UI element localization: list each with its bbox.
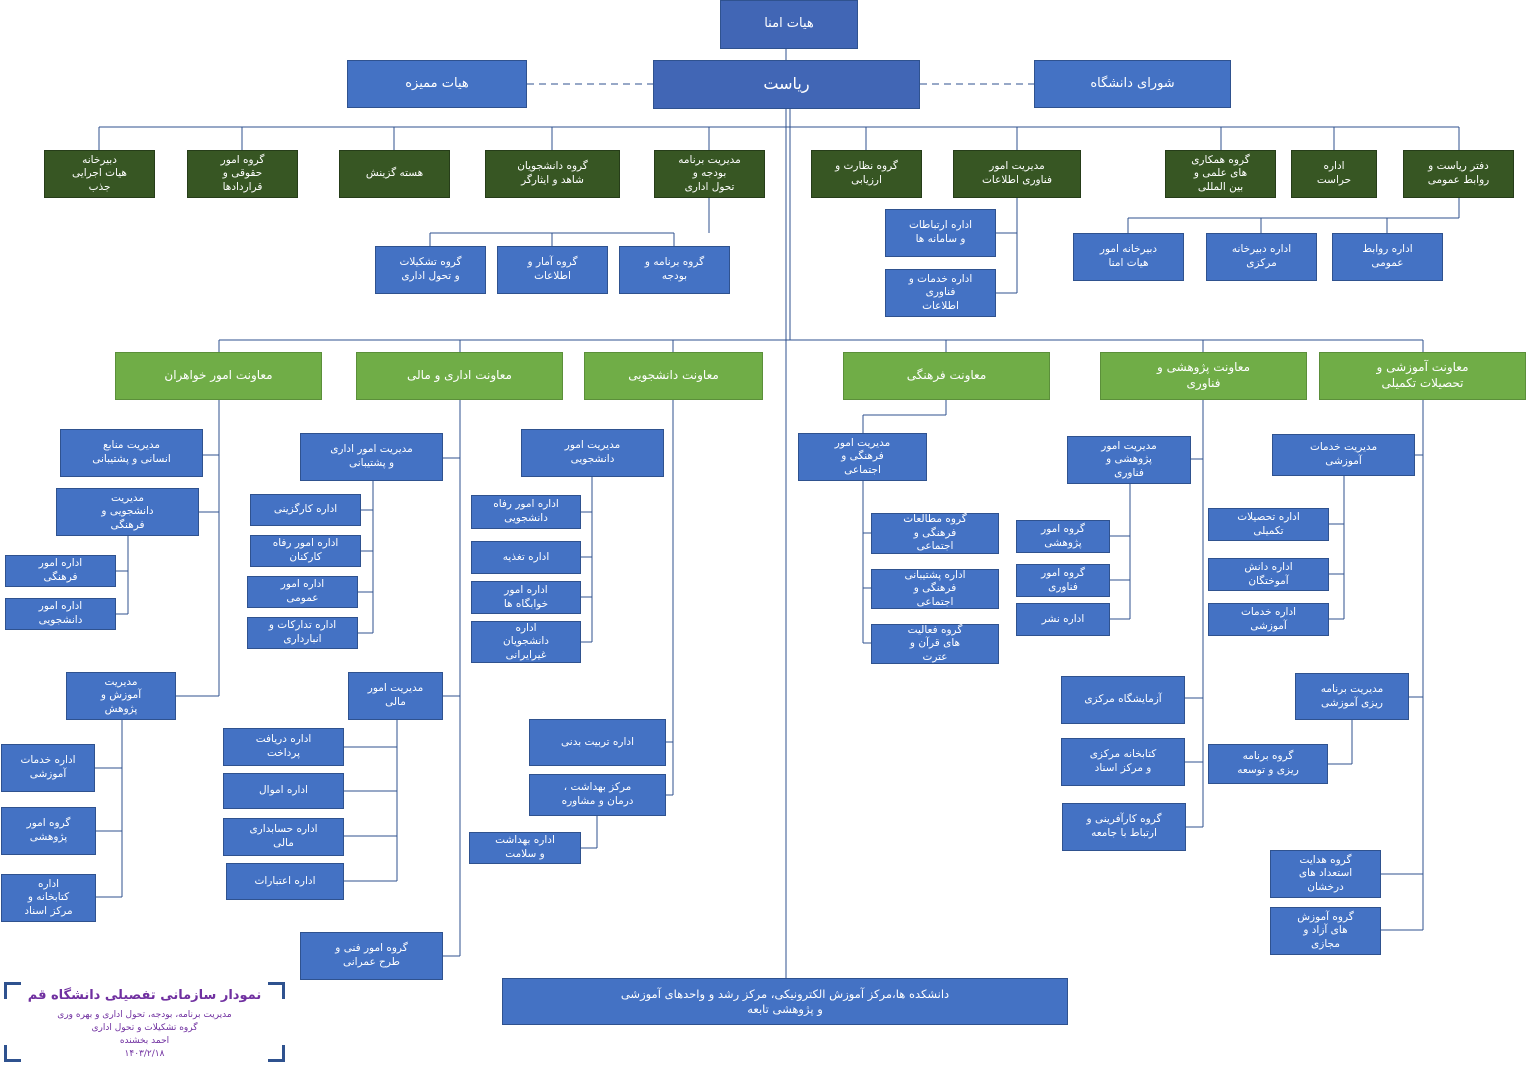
- vp-student-box: معاونت دانشجویی: [584, 352, 763, 400]
- faculties-box: دانشکده ها،مرکز آموزش الکترونیکی، مرکز ر…: [502, 978, 1068, 1025]
- council-box: شورای دانشگاه: [1034, 60, 1231, 108]
- nutrition-office-box: اداره تغذیه: [471, 541, 581, 574]
- auditors-box: هیات ممیزه: [347, 60, 527, 108]
- central-library-box: کتابخانه مرکزی و مرکز اسناد: [1061, 738, 1185, 786]
- cultural-studies-group-box: گروه مطالعات فرهنگی و اجتماعی: [871, 513, 999, 554]
- frame-corner: [4, 1045, 21, 1062]
- central-lab-box: آزمایشگاه مرکزی: [1061, 676, 1185, 724]
- communications-office-box: اداره ارتباطات و سامانه ها: [885, 209, 996, 257]
- caption-department: مدیریت برنامه، بودجه، تحول اداری و بهره …: [57, 1010, 232, 1020]
- central-secretariat-box: اداره دبیرخانه مرکزی: [1206, 233, 1317, 281]
- it-services-office-box: اداره خدمات و فناوری اطلاعات: [885, 269, 996, 317]
- payments-office-box: اداره دریافت پرداخت: [223, 728, 344, 766]
- procurement-office-box: اداره تدارکات و انبارداری: [247, 617, 358, 649]
- public-relations-box: اداره روابط عمومی: [1332, 233, 1443, 281]
- health-center-box: مرکز بهداشت ، درمان و مشاوره: [529, 774, 666, 816]
- budget-group-box: گروه برنامه و بودجه: [619, 246, 730, 294]
- library-office-box: اداره کتابخانه و مرکز اسناد: [1, 874, 96, 922]
- research-affairs-group-box: گروه امور پژوهشی: [1, 807, 96, 855]
- vp-research-box: معاونت پژوهشی و فناوری: [1100, 352, 1307, 400]
- hr-management-box: مدیریت منابع انسانی و پشتیبانی: [60, 429, 203, 477]
- edu-services-management-box: مدیریت خدمات آموزشی: [1272, 434, 1415, 476]
- student-office-box: اداره امور دانشجویی: [5, 598, 116, 630]
- legal-affairs-box: گروه امور حقوقی و قراردادها: [187, 150, 298, 198]
- accounting-office-box: اداره حسابداری مالی: [223, 818, 344, 856]
- admin-support-management-box: مدیریت امور اداری و پشتیبانی: [300, 433, 443, 481]
- research-tech-management-box: مدیریت امور پژوهشی و فناوری: [1067, 436, 1191, 484]
- supervision-group-box: گروه نظارت و ارزیابی: [811, 150, 922, 198]
- student-culture-management-box: مدیریت دانشجویی و فرهنگی: [56, 488, 199, 536]
- edu-services-office-box: اداره خدمات آموزشی: [1, 744, 95, 792]
- dormitory-office-box: اداره امور خوابگاه ها: [471, 581, 581, 614]
- free-virtual-education-group-box: گروه آموزش های آزاد و مجازی: [1270, 907, 1381, 955]
- caption-date: ۱۴۰۳/۲/۱۸: [124, 1049, 165, 1059]
- graduate-studies-office-box: اداره تحصیلات تکمیلی: [1208, 508, 1329, 541]
- non-iranian-students-box: اداره دانشجویان غیرایرانی: [471, 621, 581, 663]
- shahed-students-box: گروه دانشجویان شاهد و ایثارگر: [485, 150, 620, 198]
- edu-research-management-box: مدیریت آموزش و پژوهش: [66, 672, 176, 720]
- assets-office-box: اداره اموال: [223, 773, 344, 809]
- student-affairs-management-box: مدیریت امور دانشجویی: [521, 429, 664, 477]
- presidency-office-box: دفتر ریاست و روابط عمومی: [1403, 150, 1514, 198]
- edu-planning-management-box: مدیریت برنامه ریزی آموزشی: [1295, 673, 1409, 720]
- physical-education-box: اداره تربیت بدنی: [529, 719, 666, 766]
- cultural-support-office-box: اداره پشتیبانی فرهنگی و اجتماعی: [871, 569, 999, 609]
- frame-corner: [268, 982, 285, 999]
- statistics-group-box: گروه آمار و اطلاعات: [497, 246, 608, 294]
- planning-development-group-box: گروه برنامه ریزی و توسعه: [1208, 744, 1328, 784]
- publishing-office-box: اداره نشر: [1016, 603, 1110, 636]
- selection-core-box: هسته گزینش: [339, 150, 450, 198]
- finance-management-box: مدیریت امور مالی: [348, 672, 443, 720]
- organization-group-box: گروه تشکیلات و تحول اداری: [375, 246, 486, 294]
- culture-office-box: اداره امور فرهنگی: [5, 555, 116, 587]
- personnel-office-box: اداره کارگزینی: [250, 494, 361, 526]
- construction-group-box: گروه امور فنی و طرح عمرانی: [300, 932, 443, 980]
- general-affairs-office-box: اداره امور عمومی: [247, 576, 358, 608]
- entrepreneurship-group-box: گروه کارآفرینی و ارتباط با جامعه: [1062, 803, 1186, 851]
- staff-welfare-office-box: اداره امور رفاه کارکنان: [250, 535, 361, 567]
- caption-author: احمد بخشنده: [119, 1036, 170, 1046]
- security-office-box: اداره حراست: [1291, 150, 1377, 198]
- talent-guidance-group-box: گروه هدایت استعداد های درخشان: [1270, 850, 1381, 898]
- trustees-box: هیات امنا: [720, 0, 858, 49]
- health-office-box: اداره بهداشت و سلامت: [469, 832, 581, 864]
- chart-title: نمودار سازمانی تفصیلی دانشگاه قم: [27, 988, 262, 1003]
- culture-social-management-box: مدیریت امور فرهنگی و اجتماعی: [798, 433, 927, 481]
- quran-activities-group-box: گروه فعالیت های قرآن و عترت: [871, 624, 999, 664]
- alumni-office-box: اداره دانش آموختگان: [1208, 558, 1329, 591]
- credits-office-box: اداره اعتبارات: [226, 863, 344, 900]
- research-group-box: گروه امور پژوهشی: [1016, 520, 1110, 553]
- trustees-secretariat-box: دبیرخانه امور هیات امنا: [1073, 233, 1184, 281]
- vp-admin-finance-box: معاونت اداری و مالی: [356, 352, 563, 400]
- budget-management-box: مدیریت برنامه بودجه و تحول اداری: [654, 150, 765, 198]
- frame-corner: [268, 1045, 285, 1062]
- international-cooperation-box: گروه همکاری های علمی و بین المللی: [1165, 150, 1276, 198]
- vp-sisters-box: معاونت امور خواهران: [115, 352, 322, 400]
- frame-corner: [4, 982, 21, 999]
- presidency-box: ریاست: [653, 60, 920, 109]
- vp-education-box: معاونت آموزشی و تحصیلات تکمیلی: [1319, 352, 1526, 400]
- it-management-box: مدیریت امور فناوری اطلاعات: [953, 150, 1081, 198]
- executive-secretariat-box: دبیرخانه هیات اجرایی جذب: [44, 150, 155, 198]
- vp-culture-box: معاونت فرهنگی: [843, 352, 1050, 400]
- edu-services-office-box-2: اداره خدمات آموزشی: [1208, 603, 1329, 636]
- caption-group: گروه تشکیلات و تحول اداری: [91, 1023, 198, 1033]
- technology-group-box: گروه امور فناوری: [1016, 564, 1110, 597]
- caption-frame: نمودار سازمانی تفصیلی دانشگاه قم مدیریت …: [4, 982, 285, 1062]
- student-welfare-office-box: اداره امور رفاه دانشجویی: [471, 495, 581, 529]
